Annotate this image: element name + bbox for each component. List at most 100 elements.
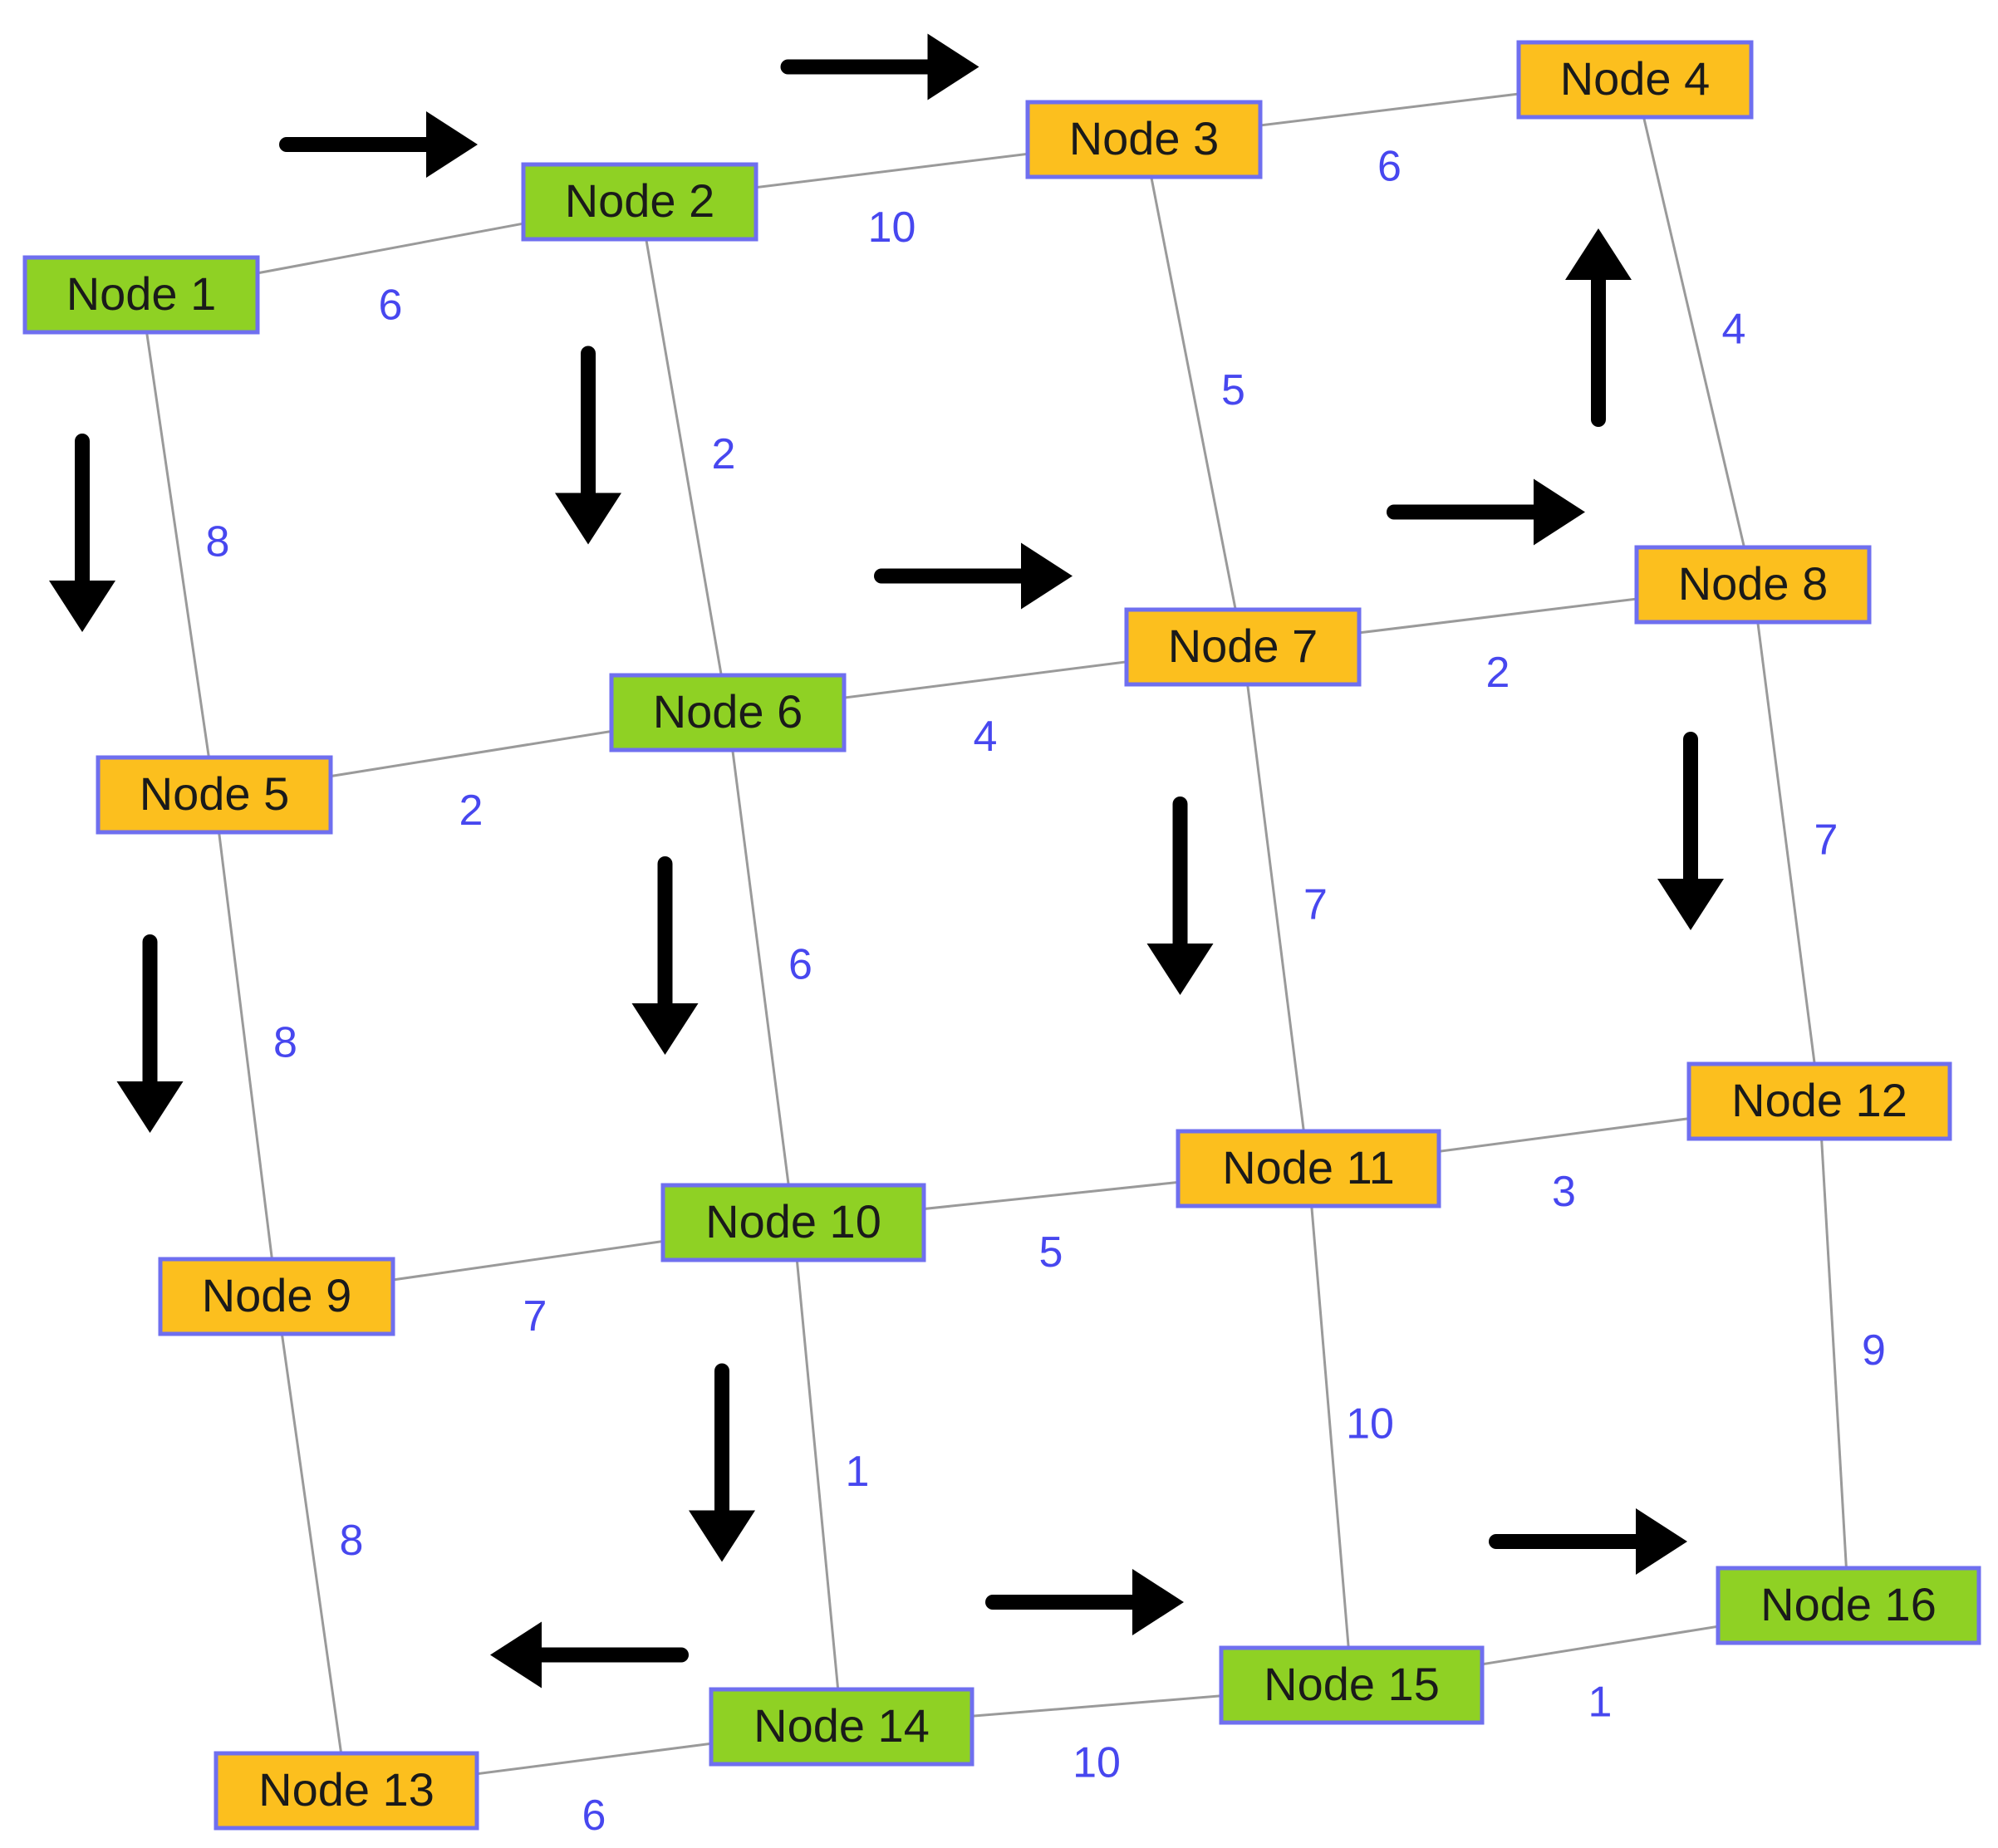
node-13: Node 13 — [214, 1751, 479, 1831]
node-label: Node 13 — [258, 1763, 434, 1816]
node-9: Node 9 — [158, 1257, 395, 1336]
node-box — [214, 1751, 479, 1831]
edge-weight-12-16: 9 — [1862, 1326, 1886, 1375]
flow-arrow-right-icon — [874, 542, 1073, 610]
node-label: Node 3 — [1069, 112, 1220, 164]
flow-arrow-down-icon — [631, 856, 699, 1055]
node-label: Node 9 — [202, 1269, 352, 1321]
edge-weight-9-10: 7 — [523, 1292, 547, 1341]
node-10: Node 10 — [660, 1183, 926, 1262]
arrow-head — [426, 111, 478, 178]
edge-weight-8-12: 7 — [1814, 816, 1838, 865]
node-15: Node 15 — [1219, 1645, 1485, 1725]
arrow-head — [1146, 944, 1214, 995]
edge-weight-3-4: 6 — [1377, 143, 1402, 191]
node-label: Node 10 — [705, 1195, 881, 1248]
node-label: Node 4 — [1560, 52, 1711, 105]
node-2: Node 2 — [521, 162, 758, 242]
node-label: Node 11 — [1222, 1141, 1395, 1194]
flow-arrow-down-icon — [116, 934, 184, 1133]
node-box — [1124, 607, 1362, 687]
node-box — [1634, 545, 1872, 625]
node-box — [1219, 1645, 1485, 1725]
flow-arrow-right-icon — [780, 33, 979, 100]
edge-5-9 — [213, 794, 278, 1297]
node-label: Node 6 — [653, 685, 803, 738]
node-12: Node 12 — [1686, 1061, 1952, 1141]
node-4: Node 4 — [1516, 40, 1754, 120]
flow-arrow-right-icon — [985, 1569, 1184, 1635]
flow-arrow-right-icon — [1387, 478, 1585, 546]
node-box — [96, 755, 333, 835]
node-7: Node 7 — [1124, 607, 1362, 687]
node-box — [22, 255, 260, 335]
edge-weight-10-11: 5 — [1039, 1228, 1063, 1277]
arrow-head — [1132, 1569, 1184, 1635]
edge-weight-7-8: 2 — [1486, 649, 1510, 697]
flow-arrow-up-icon — [1565, 228, 1632, 427]
flow-arrow-down-icon — [1146, 797, 1214, 995]
arrow-head — [1565, 228, 1632, 280]
flow-arrow-right-icon — [1489, 1508, 1687, 1575]
edge-4-8 — [1633, 79, 1755, 586]
node-8: Node 8 — [1634, 545, 1872, 625]
node-11: Node 11 — [1176, 1129, 1441, 1208]
edge-weight-15-16: 1 — [1588, 1679, 1613, 1727]
arrow-head — [116, 1081, 184, 1133]
nodes-layer: Node 1 Node 2 Node 3 Node 4 Node 5 Node 6 Node… — [22, 40, 1981, 1831]
arrow-head — [49, 581, 115, 632]
node-3: Node 3 — [1025, 100, 1263, 179]
edge-9-13 — [275, 1296, 348, 1792]
node-box — [158, 1257, 395, 1336]
node-box — [1686, 1061, 1952, 1141]
edge-1-5 — [140, 294, 216, 796]
edge-weight-9-13: 8 — [340, 1517, 364, 1565]
flow-arrow-down-icon — [689, 1363, 755, 1562]
edge-weight-7-11: 7 — [1303, 881, 1328, 929]
edge-weight-13-14: 6 — [582, 1792, 606, 1840]
edge-weight-4-8: 4 — [1722, 306, 1746, 354]
node-14: Node 14 — [709, 1687, 974, 1767]
node-box — [1025, 100, 1263, 179]
edge-weight-3-7: 5 — [1221, 366, 1245, 414]
node-label: Node 15 — [1264, 1658, 1440, 1710]
node-box — [660, 1183, 926, 1262]
edge-2-6 — [638, 201, 729, 713]
arrow-head — [1021, 542, 1073, 610]
arrow-head — [1657, 879, 1724, 930]
arrow-head — [1636, 1508, 1687, 1575]
node-label: Node 1 — [66, 267, 217, 320]
edge-weight-1-5: 8 — [206, 518, 230, 566]
edge-weight-1-2: 6 — [379, 282, 403, 330]
node-label: Node 7 — [1168, 620, 1318, 672]
edge-weight-11-15: 10 — [1346, 1400, 1394, 1448]
edge-weight-5-9: 8 — [273, 1019, 297, 1067]
node-1: Node 1 — [22, 255, 260, 335]
arrow-head — [490, 1621, 542, 1689]
edge-weight-6-10: 6 — [788, 941, 812, 989]
arrow-head — [555, 493, 621, 545]
edge-weight-11-12: 3 — [1552, 1168, 1576, 1216]
arrow-head — [927, 33, 979, 100]
node-label: Node 2 — [565, 174, 715, 227]
edge-weight-14-15: 10 — [1073, 1739, 1121, 1787]
node-label: Node 8 — [1678, 557, 1829, 610]
node-label: Node 5 — [140, 767, 290, 820]
flow-arrow-down-icon — [49, 434, 115, 632]
node-box — [609, 673, 847, 752]
node-16: Node 16 — [1716, 1566, 1981, 1645]
edge-weight-2-6: 2 — [712, 430, 736, 478]
arrow-head — [1534, 478, 1585, 546]
flow-arrow-left-icon — [490, 1621, 689, 1689]
flow-arrow-down-icon — [555, 346, 621, 545]
edge-8-12 — [1751, 584, 1821, 1102]
edge-3-7 — [1142, 139, 1244, 648]
node-box — [1176, 1129, 1441, 1208]
node-box — [709, 1687, 974, 1767]
node-5: Node 5 — [96, 755, 333, 835]
flow-arrow-down-icon — [1657, 732, 1724, 930]
arrow-head — [689, 1510, 755, 1562]
arrow-head — [631, 1003, 699, 1055]
